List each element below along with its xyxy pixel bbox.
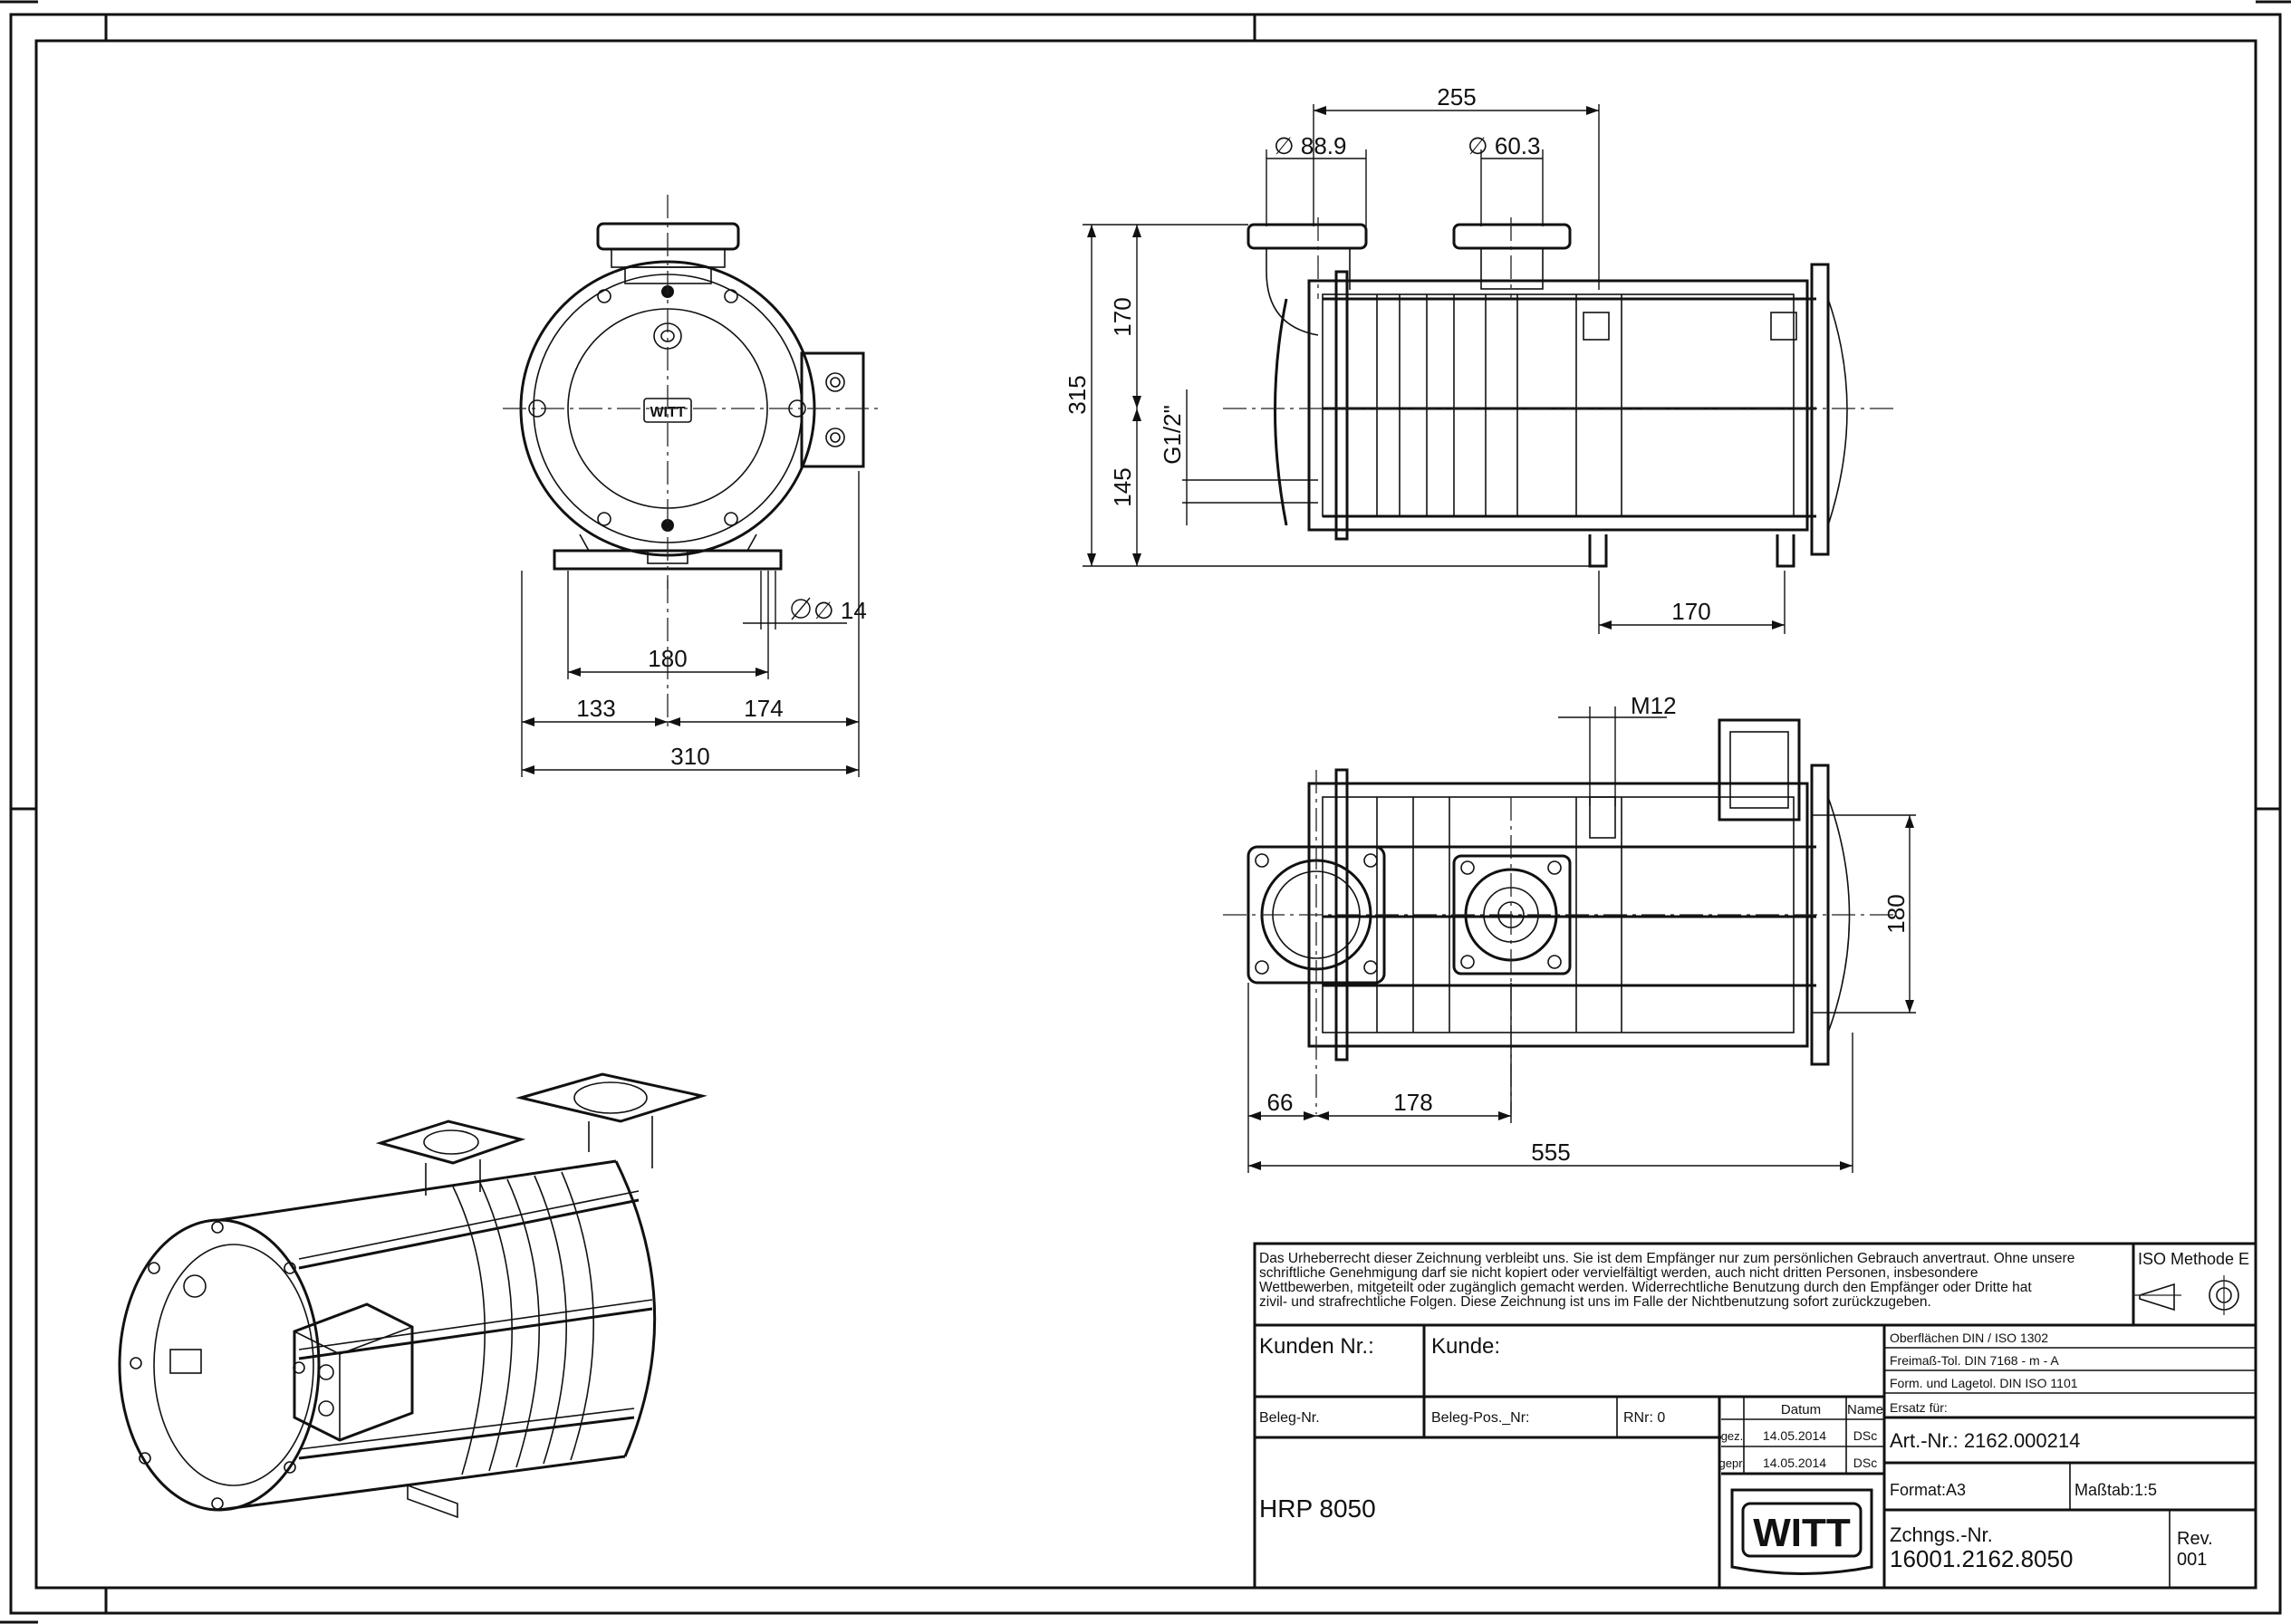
zchngs-label: Zchngs.-Nr. [1890,1523,1993,1546]
rnr-label: RNr: 0 [1623,1410,1665,1426]
gez-date: 14.05.2014 [1763,1428,1826,1443]
dim-top-66: 66 [1267,1089,1294,1116]
witt-logo: WITT [1730,1488,1873,1575]
format-label: Format:A3 [1890,1481,1966,1499]
gepr-date: 14.05.2014 [1763,1456,1826,1470]
dim-side-170-foot: 170 [1671,598,1710,625]
dim-front-310: 310 [670,743,709,770]
dim-front-133: 133 [576,695,615,722]
dim-front-180: 180 [648,645,687,672]
front-view: WITT ∅ 14 180 133 [503,195,883,777]
gepr-name: DSc [1853,1456,1877,1470]
product-name: HRP 8050 [1259,1494,1376,1523]
projection-symbol [2133,1275,2239,1315]
dim-top-555: 555 [1531,1139,1570,1166]
gepr-label: gepr. [1719,1456,1746,1470]
oberflaechen-label: Oberflächen DIN / ISO 1302 [1890,1331,2048,1345]
dim-front-174: 174 [744,695,783,722]
witt-logo-text: WITT [1753,1511,1851,1555]
beleg-nr-label: Beleg-Nr. [1259,1410,1320,1426]
copyright-line-1: Das Urheberrecht dieser Zeichnung verble… [1259,1251,2074,1266]
dim-side-88-9: ∅ 88.9 [1274,132,1346,159]
dim-side-315: 315 [1064,375,1091,414]
zchngs-nr: 16001.2162.8050 [1890,1545,2073,1572]
gez-label: gez. [1721,1429,1744,1443]
beleg-pos-label: Beleg-Pos._Nr: [1431,1410,1530,1426]
copyright-line-2: schriftliche Genehmigung darf sie nicht … [1259,1265,1978,1281]
gez-name: DSc [1853,1428,1877,1443]
dim-top-178: 178 [1393,1089,1432,1116]
dim-side-g-half: G1/2" [1159,405,1186,465]
freimass-label: Freimaß-Tol. DIN 7168 - m - A [1890,1353,2059,1368]
iso-method-label: ISO Methode E [2138,1250,2249,1268]
dim-top-m12: M12 [1631,692,1677,719]
dim-side-255: 255 [1437,83,1476,111]
dim-top-180: 180 [1882,894,1910,933]
side-view: 255 ∅ 88.9 ∅ 60.3 315 170 145 G1/2" 170 [1064,83,1893,634]
dim-side-145: 145 [1109,467,1136,506]
copyright-line-3: Wettbewerben, mitgeteilt oder zugänglich… [1259,1280,2032,1295]
title-block: Das Urheberrecht dieser Zeichnung verble… [1253,1242,2257,1590]
kunden-nr-label: Kunden Nr.: [1259,1334,1374,1359]
top-view: M12 180 66 178 555 [1223,692,1916,1173]
kunde-label: Kunde: [1431,1334,1500,1359]
datum-label: Datum [1781,1402,1821,1417]
dim-side-170: 170 [1109,297,1136,336]
rev-value: 001 [2177,1550,2207,1570]
ersatz-fuer-label: Ersatz für: [1890,1400,1948,1415]
name-label: Name [1847,1402,1883,1417]
isometric-view [118,1072,708,1519]
massstab-label: Maßtab:1:5 [2074,1481,2157,1499]
rev-label: Rev. [2177,1529,2213,1549]
form-lage-label: Form. und Lagetol. DIN ISO 1101 [1890,1376,2078,1390]
art-nr: Art.-Nr.: 2162.000214 [1890,1429,2080,1452]
copyright-line-4: zivil- und strafrechtliche Folgen. Diese… [1259,1294,1931,1310]
dim-front-14: ∅ 14 [813,597,867,624]
dim-side-60-3: ∅ 60.3 [1468,132,1540,159]
